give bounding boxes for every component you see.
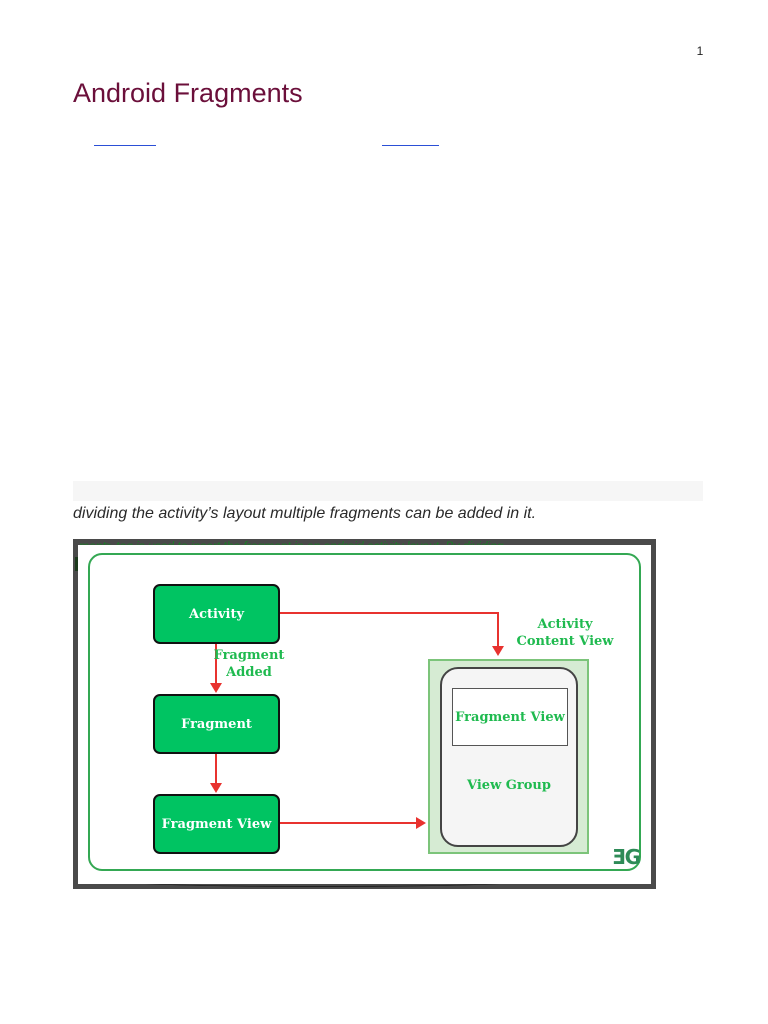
fragment-added-label-line: Fragment	[213, 648, 285, 663]
arrow-fragment-to-fragment-view	[215, 754, 217, 783]
background-artifact	[113, 874, 533, 887]
document-title: Android Fragments	[73, 78, 303, 108]
arrow-activity-to-content-view	[497, 612, 499, 646]
body-paragraph: dividing the activity’s layout multiple …	[73, 505, 537, 522]
fragment-node: Fragment	[153, 694, 280, 754]
view-group-container: Fragment View View Group	[428, 659, 589, 854]
activity-content-view-label-line: Content View	[516, 634, 614, 649]
fragment-added-label: Fragment Added	[212, 647, 286, 681]
inner-fragment-view-box: Fragment View	[452, 688, 568, 746]
activity-content-view-label-line: Activity	[537, 617, 593, 632]
arrowhead-icon	[416, 817, 426, 829]
arrow-activity-to-content-view	[280, 612, 498, 614]
view-group-label: View Group	[467, 778, 551, 793]
highlight-band	[73, 481, 703, 501]
activity-content-view-label: Activity Content View	[510, 616, 620, 650]
hyperlink-underline[interactable]	[382, 145, 439, 146]
arrowhead-icon	[210, 683, 222, 693]
fragment-diagram-image: ment> tag is used to insert the fragment…	[73, 539, 656, 889]
geeksforgeeks-logo: ƎG	[612, 845, 641, 869]
diagram-card: Activity Fragment Fragment View Fragment…	[78, 545, 651, 884]
page-number: 1	[696, 44, 704, 58]
arrowhead-icon	[492, 646, 504, 656]
hyperlink-underline[interactable]	[94, 145, 156, 146]
fragment-added-label-line: Added	[226, 665, 272, 680]
inner-fragment-view-label: Fragment View	[455, 709, 565, 725]
diagram-frame: Activity Fragment Fragment View Fragment…	[88, 553, 641, 871]
view-group-box: Fragment View View Group	[440, 667, 578, 847]
arrowhead-icon	[210, 783, 222, 793]
arrow-activity-to-fragment	[215, 644, 217, 684]
arrow-fragment-view-to-view-group	[280, 822, 417, 824]
fragment-view-node: Fragment View	[153, 794, 280, 854]
activity-node: Activity	[153, 584, 280, 644]
